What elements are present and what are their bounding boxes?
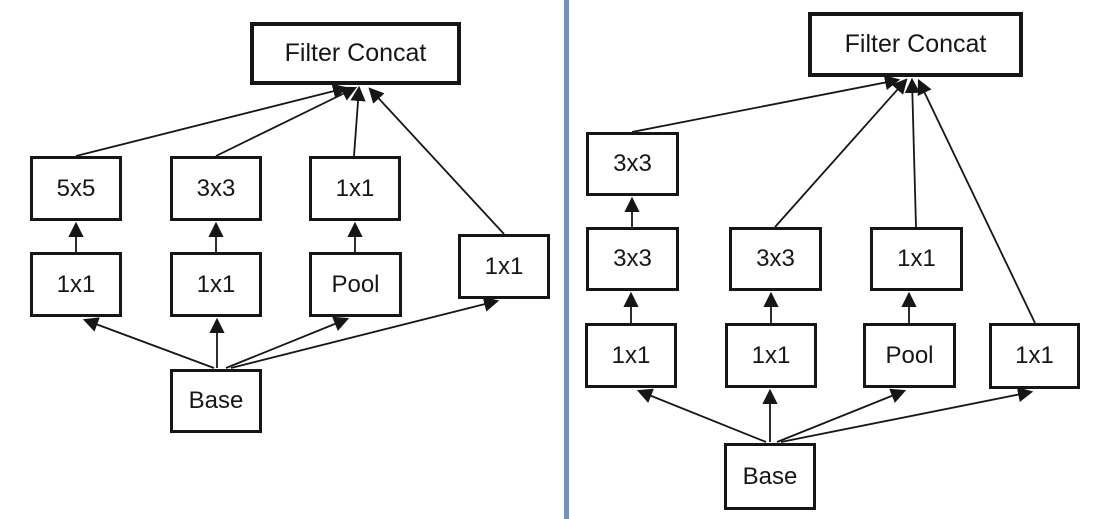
node-right-conv1x1-top: 1x1 [870,227,963,291]
edge-right-3 [917,78,1036,324]
node-left-base: Base [170,369,262,433]
edge-right-1 [774,78,908,228]
node-left-conv1x1-top: 1x1 [309,156,401,221]
node-left-conv1x1-b: 1x1 [170,252,262,317]
node-right-conv1x1-b: 1x1 [725,323,817,388]
panel-divider [564,0,569,519]
edge-right-10 [776,388,907,443]
node-right-conv3x3-b: 3x3 [729,227,822,291]
edge-right-8 [636,388,767,443]
node-right-conv3x3-a: 3x3 [586,227,679,291]
node-left-filter-concat: Filter Concat [250,22,461,85]
node-left-pool: Pool [309,252,402,317]
edge-left-7 [82,317,215,369]
edge-right-0 [631,74,901,133]
edge-left-10 [230,296,500,369]
node-left-conv5x5: 5x5 [30,156,122,221]
edge-left-1 [215,86,358,157]
node-left-conv1x1-a: 1x1 [30,252,122,317]
node-right-filter-concat: Filter Concat [808,12,1023,77]
edge-left-0 [75,83,349,157]
node-right-base: Base [724,443,816,510]
node-right-conv3x3-top: 3x3 [586,132,679,196]
node-right-conv1x1-right: 1x1 [989,323,1080,389]
node-left-conv3x3: 3x3 [170,156,262,221]
edge-right-2 [904,77,921,228]
node-right-conv1x1-a: 1x1 [585,323,677,388]
edge-right-11 [780,387,1034,443]
edge-left-9 [225,316,350,369]
node-right-pool: Pool [863,323,956,388]
node-left-conv1x1-right: 1x1 [458,234,550,299]
edge-left-2 [350,85,366,157]
edge-left-3 [368,87,505,235]
